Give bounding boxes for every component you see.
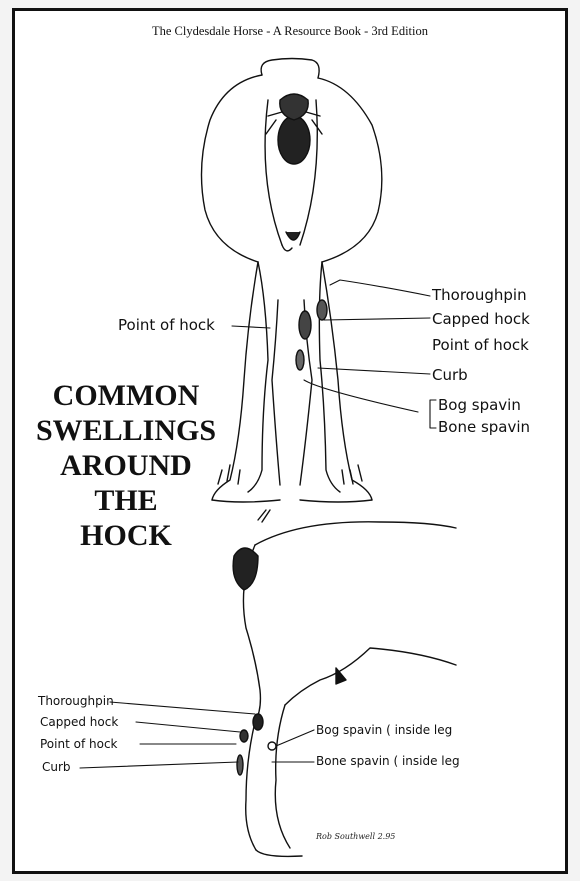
- label-point-of-hock: Point of hock: [432, 336, 529, 354]
- label-point-of-hock-left: Point of hock: [118, 316, 215, 334]
- title-line: HOCK: [20, 518, 232, 553]
- diagram-title: COMMON SWELLINGS AROUND THE HOCK: [20, 378, 232, 553]
- label-side-thoroughpin: Thoroughpin: [38, 694, 114, 708]
- label-side-bog-spavin: Bog spavin ( inside leg: [316, 723, 452, 737]
- label-capped-hock: Capped hock: [432, 310, 530, 328]
- title-line: THE: [20, 483, 232, 518]
- title-line: COMMON: [20, 378, 232, 413]
- artist-signature: Rob Southwell 2.95: [316, 832, 395, 841]
- page-header: The Clydesdale Horse - A Resource Book -…: [0, 24, 580, 39]
- label-bone-spavin: Bone spavin: [438, 418, 530, 436]
- label-curb: Curb: [432, 366, 468, 384]
- side-view-drawing: [243, 510, 456, 856]
- label-bog-spavin: Bog spavin: [438, 396, 521, 414]
- label-side-capped-hock: Capped hock: [40, 715, 118, 729]
- label-side-curb: Curb: [42, 760, 71, 774]
- label-side-point-of-hock: Point of hock: [40, 737, 117, 751]
- label-thoroughpin: Thoroughpin: [432, 286, 527, 304]
- title-line: SWELLINGS: [20, 413, 232, 448]
- title-line: AROUND: [20, 448, 232, 483]
- label-side-bone-spavin: Bone spavin ( inside leg: [316, 754, 460, 768]
